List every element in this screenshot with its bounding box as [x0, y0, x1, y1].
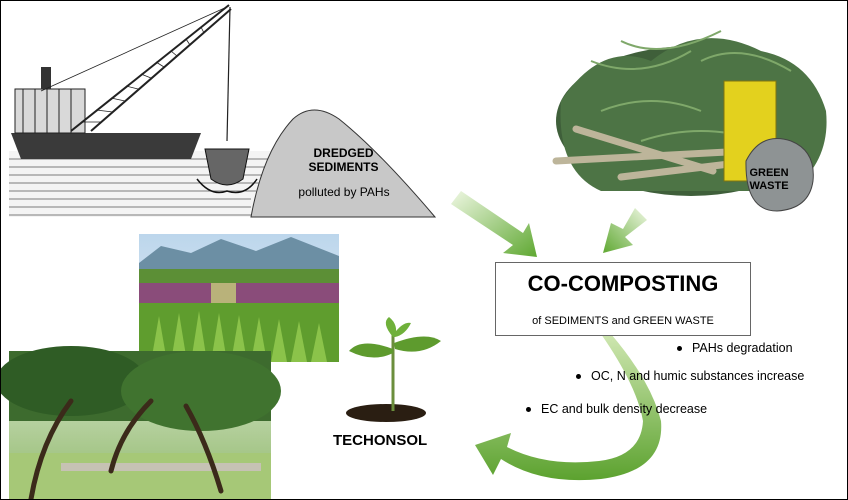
green-waste-label: GREEN WASTE — [749, 167, 789, 192]
bullet-dot-icon — [576, 374, 581, 380]
nursery-photo — [139, 234, 339, 362]
green-waste-illustration — [552, 30, 827, 212]
outcome-item: OC, N and humic substances increase — [576, 369, 804, 383]
cocomposting-box: CO-COMPOSTING of SEDIMENTS and GREEN WAS… — [495, 262, 751, 336]
outcome-item: EC and bulk density decrease — [526, 402, 707, 416]
techonsol-label: TECHONSOL — [333, 432, 428, 449]
dredged-sediments-sublabel: polluted by PAHs — [298, 185, 390, 199]
dredge-crane-illustration — [9, 4, 437, 218]
arrow-sediments-to-cocomposting — [451, 191, 537, 257]
outcome-text: EC and bulk density decrease — [541, 402, 708, 416]
cocomposting-subtitle: of SEDIMENTS and GREEN WASTE — [532, 315, 714, 327]
outcome-text: PAHs degradation — [692, 341, 793, 355]
cocomposting-title: CO-COMPOSTING — [527, 271, 719, 296]
bullet-dot-icon — [526, 407, 531, 413]
outcome-item: PAHs degradation — [677, 341, 793, 355]
seedling-illustration — [346, 317, 441, 422]
arrow-greenwaste-to-cocomposting — [603, 208, 647, 253]
dredged-sediments-label: DREDGED SEDIMENTS — [308, 146, 379, 174]
arrow-cocomposting-to-techonsol — [475, 334, 662, 481]
bullet-dot-icon — [677, 346, 682, 352]
park-trees-photo — [1, 346, 281, 499]
outcome-text: OC, N and humic substances increase — [591, 369, 805, 383]
